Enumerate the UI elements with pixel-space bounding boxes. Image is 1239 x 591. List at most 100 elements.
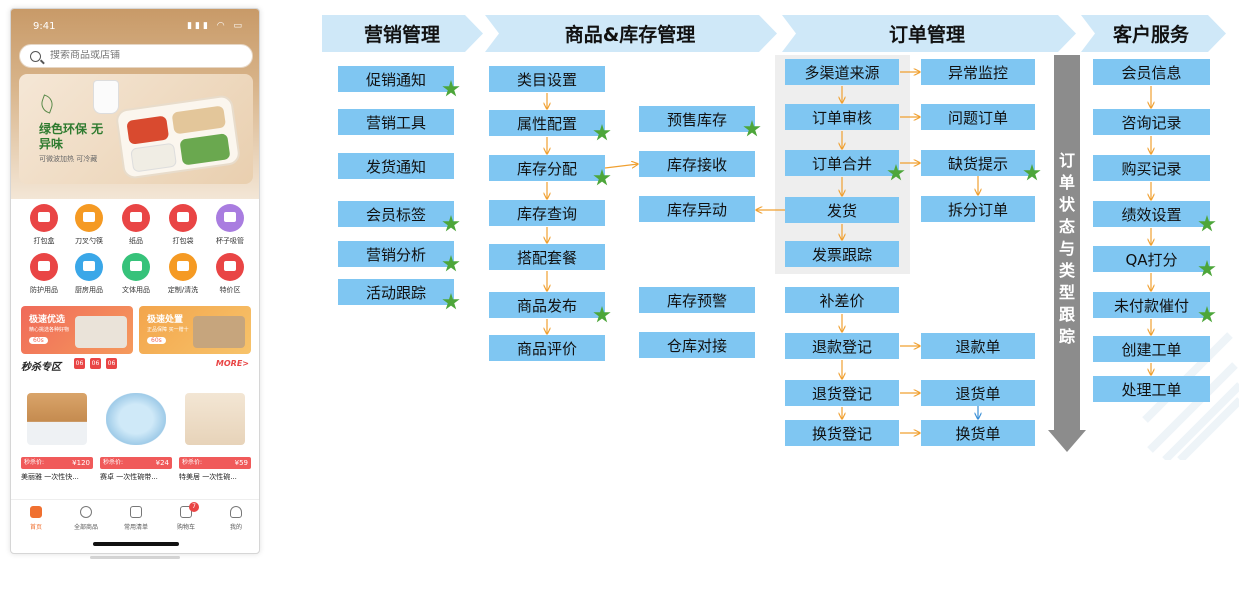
flash-more-link[interactable]: MORE> [215,359,249,368]
home-icon [30,506,42,518]
category-item[interactable]: 厨房用品 [66,253,112,303]
flow-box: 退款单 [921,333,1035,359]
flow-box: 促销通知 [338,66,454,92]
timer-minutes: 06 [90,358,101,369]
category-label: 定制/清洗 [167,286,199,294]
category-item[interactable]: 文体用品 [113,253,159,303]
flow-box: 库存异动 [639,196,755,222]
price-bar: 秒杀价: ¥120 [21,457,93,469]
header-order: 订单管理 [782,15,1072,52]
promo-badge: 60s [29,337,48,344]
product-card[interactable]: 秒杀价: ¥120 美丽雅 一次性快... [21,387,93,487]
price-tag: 秒杀价: [182,459,203,466]
status-time: 9:41 [33,21,56,32]
tab-frequent-list[interactable]: 常用清单 [111,506,161,531]
flow-box: 发货 [785,197,899,223]
reflection-bar [90,556,180,559]
flow-box: 库存分配 [489,155,605,181]
price-bar: 秒杀价: ¥24 [100,457,172,469]
product-name: 美丽雅 一次性快... [21,473,79,481]
flow-box: 退货单 [921,380,1035,406]
header-chevron [485,15,777,52]
tab-cart[interactable]: 7 购物车 [161,502,211,531]
flow-box: 创建工单 [1093,336,1210,362]
cart-icon [180,506,192,518]
product-card[interactable]: 秒杀价: ¥59 特美居 一次性碗... [179,387,251,487]
header-customer-service: 客户服务 [1081,15,1221,52]
flow-box: 库存查询 [489,200,605,226]
category-item[interactable]: 特价区 [207,253,253,303]
tab-mine[interactable]: 我的 [211,506,259,531]
header-label: 商品&库存管理 [564,24,696,46]
category-item[interactable]: 防护用品 [21,253,67,303]
promo-badge: 60s [147,337,166,344]
flow-box: 退货登记 [785,380,899,406]
header-label: 订单管理 [888,24,965,46]
flow-box: 预售库存 [639,106,755,132]
flow-box: 缺货提示 [921,150,1035,176]
category-icon [216,204,244,232]
flow-box: 异常监控 [921,59,1035,85]
product-image [185,393,245,445]
cart-badge: 7 [189,502,199,512]
category-icon [169,253,197,281]
banner-subtitle: 可微波加热 可冷藏 [39,155,98,163]
category-label: 杯子吸管 [216,237,244,245]
timer-hours: 06 [74,358,85,369]
promo-card-fast-select[interactable]: 极速优选 精心挑选各种好物 60s [21,306,133,354]
category-label: 文体用品 [122,286,150,294]
product-image [27,393,87,445]
price-value: ¥120 [72,459,90,467]
tab-label: 我的 [229,524,242,531]
tab-label: 常用清单 [123,524,148,531]
category-item[interactable]: 打包盒 [21,204,67,254]
flow-box: 属性配置 [489,110,605,136]
flow-box: 多渠道来源 [785,59,899,85]
category-item[interactable]: 刀叉勺筷 [66,204,112,254]
flow-box: 仓库对接 [639,332,755,358]
category-label: 打包袋 [172,237,194,245]
flow-box: 营销分析 [338,241,454,267]
promo-banner[interactable]: 绿色环保 无异味 可微波加热 可冷藏 [19,74,253,184]
tab-home[interactable]: 首页 [11,506,61,531]
category-icon [122,253,150,281]
flow-box: 活动跟踪 [338,279,454,305]
category-icon [30,253,58,281]
flow-box: 发货通知 [338,153,454,179]
promo-subtitle: 精心挑选各种好物 [29,327,70,333]
category-item[interactable]: 纸品 [113,204,159,254]
search-input[interactable] [50,50,240,61]
order-status-tracking-label: 订单状态与类型跟踪 [1058,151,1075,346]
cup-image [93,80,119,114]
category-label: 纸品 [129,237,143,245]
promo-image [193,316,245,348]
flow-box: 类目设置 [489,66,605,92]
flow-box: 营销工具 [338,109,454,135]
header-chevron [322,15,483,52]
tab-all-products[interactable]: 全部商品 [61,506,111,531]
category-item[interactable]: 打包袋 [160,204,206,254]
product-name: 特美居 一次性碗... [179,473,237,481]
promo-card-fast-clearance[interactable]: 极速处置 正品保障 买一赠十 60s [139,306,251,354]
product-name: 赛卓 一次性碗带... [100,473,158,481]
flow-box: 问题订单 [921,104,1035,130]
category-item[interactable]: 定制/清洗 [160,253,206,303]
product-card[interactable]: 秒杀价: ¥24 赛卓 一次性碗带... [100,387,172,487]
price-tag: 秒杀价: [24,459,45,466]
category-label: 厨房用品 [75,286,103,294]
category-label: 防护用品 [30,286,58,294]
price-bar: 秒杀价: ¥59 [179,457,251,469]
bottom-tab-bar: 首页 全部商品 常用清单 7 购物车 我的 [11,499,259,539]
header-chevron [782,15,1076,52]
flow-box: 换货登记 [785,420,899,446]
category-icon [216,253,244,281]
flow-box: 会员标签 [338,201,454,227]
grid-icon [80,506,92,518]
category-item[interactable]: 杯子吸管 [207,204,253,254]
search-bar[interactable] [19,44,253,68]
flow-box: 购买记录 [1093,155,1210,181]
header-label: 营销管理 [363,24,440,46]
phone-mockup: 9:41 ▮▮▮ ◠ ▭ 绿色环保 无异味 可微波加热 可冷藏 打包盒刀叉勺筷纸… [10,8,260,554]
category-label: 特价区 [219,286,241,294]
